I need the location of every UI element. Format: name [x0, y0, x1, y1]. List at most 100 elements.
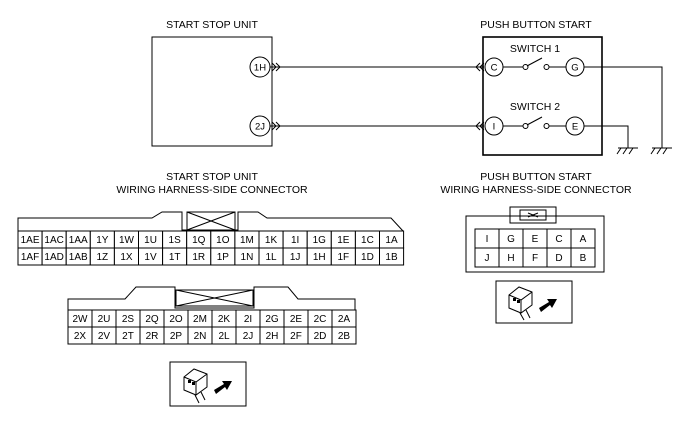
pin-cell-label: 1A	[385, 235, 398, 246]
pin-e-label: E	[572, 122, 578, 133]
connector-view-icon	[169, 361, 247, 407]
pin-1h-label: 1H	[254, 63, 266, 74]
pin-cell-label: 1AD	[44, 252, 63, 263]
pin-cell-label: 2D	[314, 331, 327, 342]
pin-cell-label: 1D	[361, 252, 374, 263]
pin-cell-label: 2V	[98, 331, 111, 342]
pin-cell-label: E	[532, 234, 539, 245]
pin-cell-label: 2S	[122, 314, 135, 325]
pin-cell-label: 1T	[169, 252, 181, 263]
pin-cell-label: 1X	[120, 252, 133, 263]
pin-cell-label: 2N	[194, 331, 207, 342]
pin-cell-label: J	[485, 253, 490, 264]
pin-cell-label: 2R	[146, 331, 159, 342]
pin-cell-label: 1AB	[69, 252, 88, 263]
pin-cell-label: 1AC	[44, 235, 63, 246]
pin-cell-label: 2M	[193, 314, 207, 325]
push-button-start-title: PUSH BUTTON START	[480, 19, 592, 31]
start-stop-unit-title: START STOP UNIT	[166, 19, 258, 31]
connector-mark-1h	[271, 62, 281, 72]
connector-1-housing	[17, 211, 404, 232]
pin-cell-label: G	[507, 234, 515, 245]
pin-i-label: I	[493, 122, 496, 133]
switch-2-contact-right	[543, 123, 550, 129]
pin-cell-label: 1R	[192, 252, 205, 263]
pin-cell-label: 1N	[241, 252, 254, 263]
pin-cell-label: B	[580, 253, 587, 264]
pin-cell-label: 1C	[361, 235, 374, 246]
pin-cell	[379, 247, 405, 266]
pin-cell-label: F	[532, 253, 538, 264]
pin-cell-label: 1Y	[96, 235, 109, 246]
pin-cell-label: 1I	[291, 235, 299, 246]
pin-cell-label: 2F	[290, 331, 302, 342]
pin-cell-label: I	[486, 234, 489, 245]
switch-2-label: SWITCH 2	[510, 101, 560, 113]
pin-cell-label: 1M	[240, 235, 254, 246]
ssu-connector-title-2: WIRING HARNESS-SIDE CONNECTOR	[116, 184, 308, 196]
pin-cell-label: 1F	[338, 252, 350, 263]
pin-cell-label: 2A	[338, 314, 351, 325]
switch-1-contact-left	[522, 64, 529, 70]
pbs-connector-title-1: PUSH BUTTON START	[480, 171, 592, 183]
switch-1-contact-right	[543, 64, 550, 70]
pin-cell-label: 2I	[244, 314, 252, 325]
pin-cell-label: D	[555, 253, 562, 264]
pin-cell-label: 2E	[290, 314, 303, 325]
pin-cell-label: 1S	[169, 235, 182, 246]
pin-cell-label: 2B	[338, 331, 351, 342]
connector-2-housing	[67, 286, 356, 310]
pin-c-label: C	[491, 63, 498, 74]
pin-cell-label: 1AF	[21, 252, 39, 263]
pin-cell-label: A	[580, 234, 587, 245]
pin-cell-label: 2G	[265, 314, 279, 325]
pin-cell-label: 1Q	[192, 235, 206, 246]
switch-1-blade	[526, 57, 543, 67]
pin-cell-label: 1W	[119, 235, 135, 246]
connector-3-housing	[465, 206, 605, 273]
pin-cell-label: 2L	[218, 331, 230, 342]
pbs-connector-title-2: WIRING HARNESS-SIDE CONNECTOR	[440, 184, 632, 196]
pin-cell-label: 2J	[243, 331, 254, 342]
pin-cell-label: 1B	[385, 252, 398, 263]
pin-cell-label: 1AA	[69, 235, 88, 246]
pin-cell-label: 2K	[218, 314, 231, 325]
pin-cell-label: 2W	[73, 314, 89, 325]
pin-cell-label: 2X	[74, 331, 87, 342]
pin-cell-label: C	[555, 234, 562, 245]
pin-cell-label: 2P	[170, 331, 183, 342]
pin-cell-label: 2Q	[145, 314, 159, 325]
pin-cell-label: 1O	[216, 235, 230, 246]
connector-view-icon	[495, 280, 573, 324]
pin-cell	[570, 247, 596, 268]
connector-mark-c	[475, 62, 485, 72]
start-stop-unit-box	[151, 36, 273, 147]
switch-2-contact-left	[522, 123, 529, 129]
pin-cell-label: 1L	[265, 252, 277, 263]
pin-cell	[331, 326, 357, 345]
pin-cell-label: H	[507, 253, 514, 264]
pin-cell-label: 1H	[313, 252, 326, 263]
pin-cell-label: 2H	[266, 331, 279, 342]
pin-cell-label: 1P	[217, 252, 230, 263]
pin-cell-label: 1AE	[21, 235, 40, 246]
pin-cell-label: 1U	[144, 235, 157, 246]
pin-g-label: G	[571, 63, 578, 74]
pin-cell-label: 1Z	[97, 252, 109, 263]
pin-2j-label: 2J	[255, 122, 265, 133]
pin-cell-label: 2U	[98, 314, 111, 325]
connector-3-grid: I G E C A J H F D B	[474, 228, 596, 268]
connector-mark-i	[475, 121, 485, 131]
pin-cell-label: 1V	[144, 252, 157, 263]
ground-wire-g	[584, 66, 663, 148]
pin-cell-label: 1J	[290, 252, 301, 263]
connector-mark-2j	[271, 121, 281, 131]
pin-cell-label: 1E	[337, 235, 350, 246]
pin-cell-label: 1G	[313, 235, 327, 246]
ground-wire-e	[584, 125, 629, 148]
pin-cell-label: 2O	[169, 314, 183, 325]
ground-icon	[616, 147, 672, 155]
